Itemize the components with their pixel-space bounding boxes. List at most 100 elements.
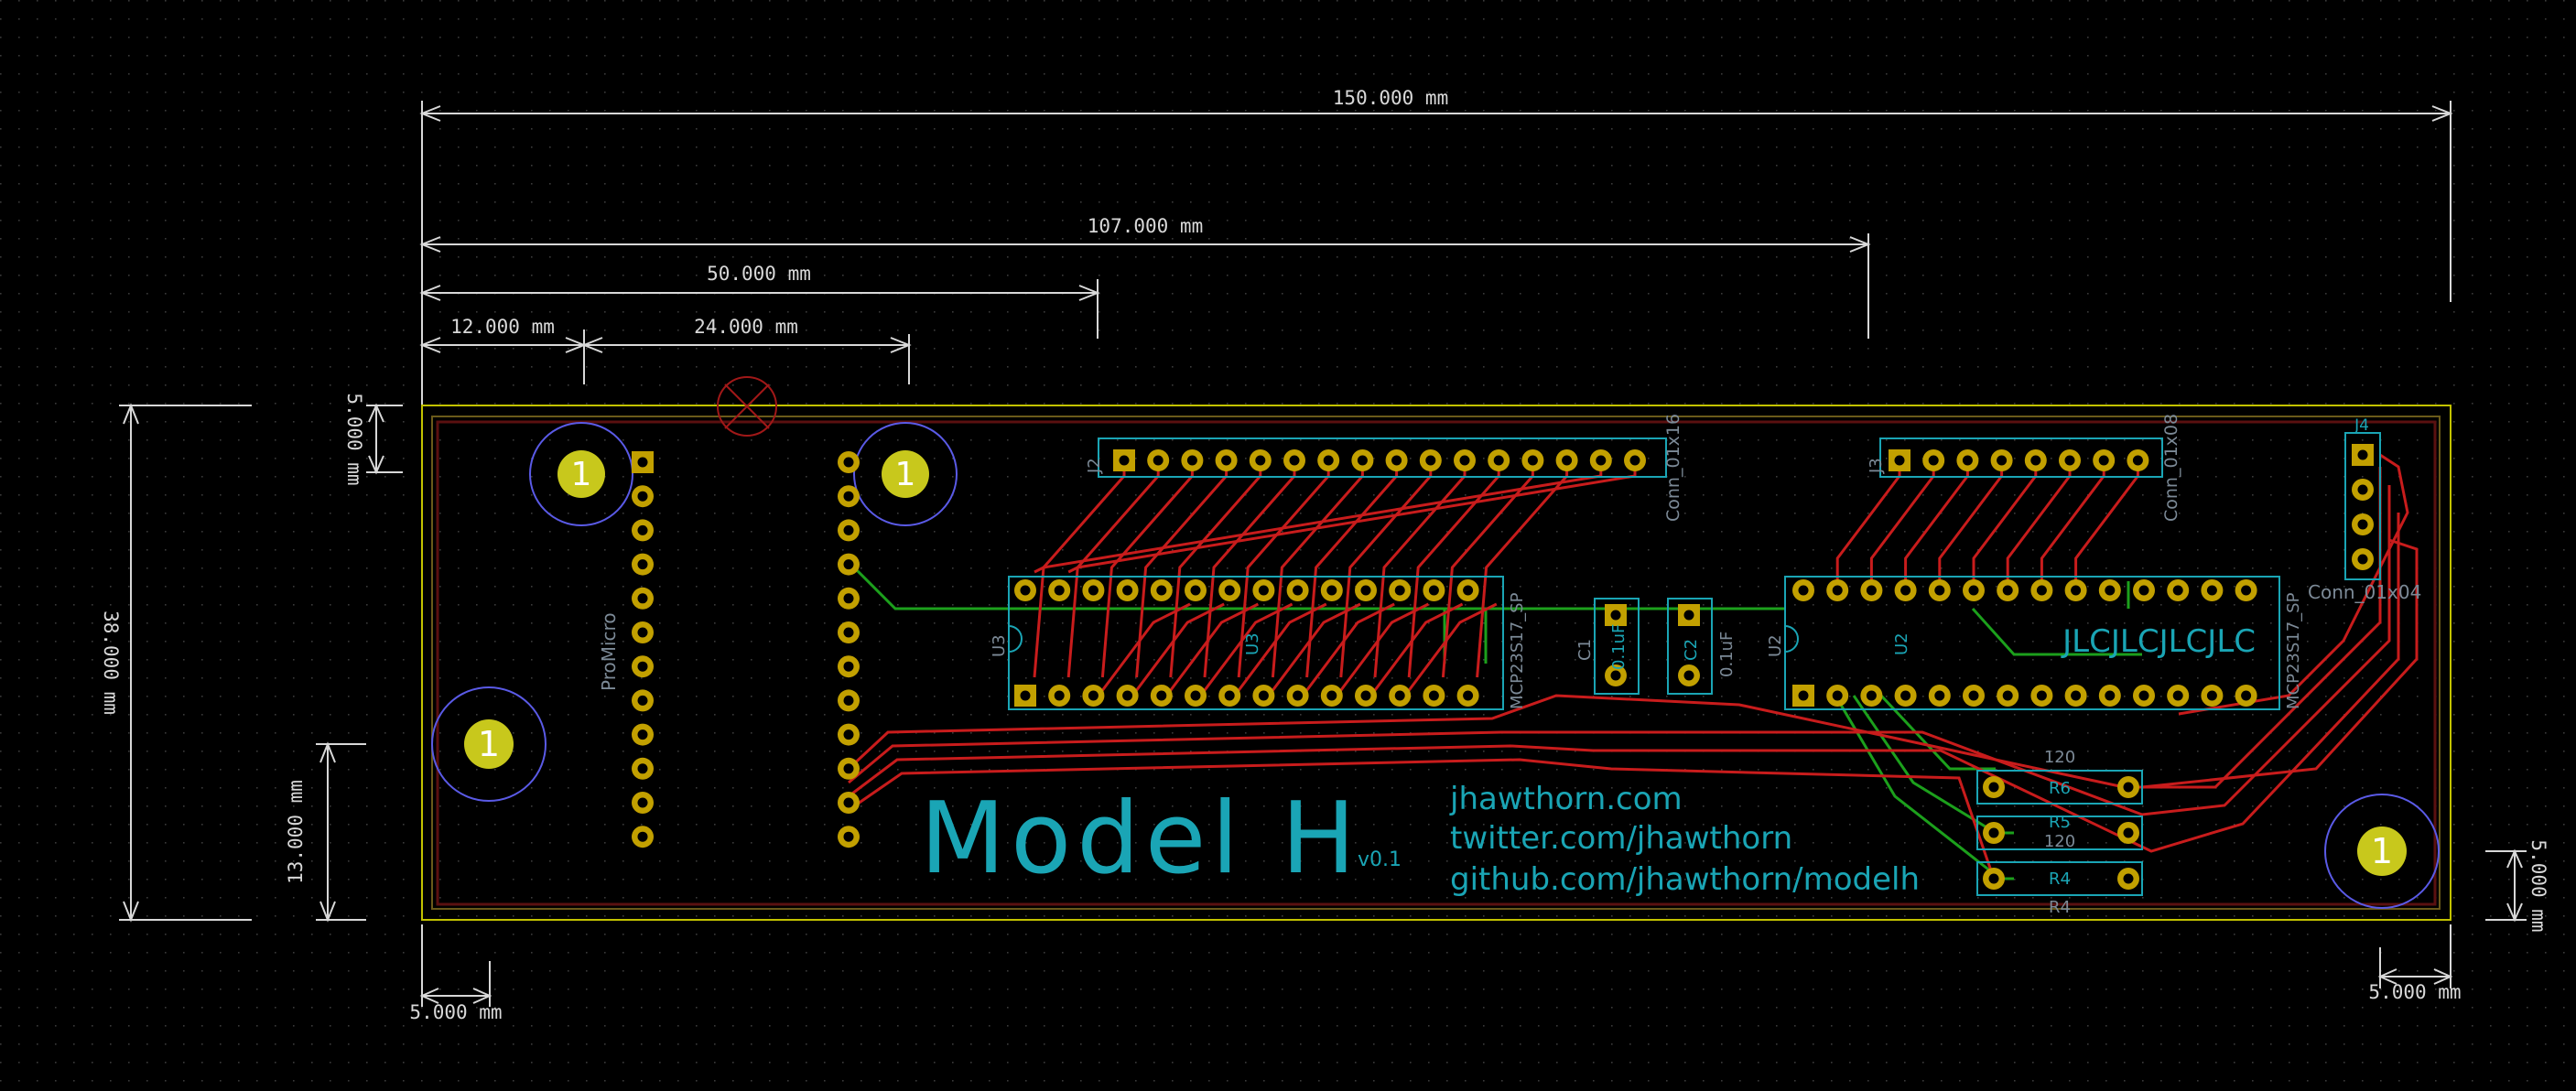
u2-pad-bottom[interactable] (1894, 685, 1917, 707)
promicro-pad-right[interactable] (838, 723, 860, 746)
u2-pad-bottom[interactable] (2064, 685, 2087, 707)
mounting-hole-3[interactable]: 1 (431, 686, 547, 802)
u3-pad-top[interactable] (1048, 579, 1071, 601)
j2-pad[interactable] (1113, 449, 1135, 471)
promicro-pad-right[interactable] (838, 655, 860, 678)
j2-pad[interactable] (1249, 449, 1272, 471)
u3-pad-bottom[interactable] (1456, 685, 1479, 707)
u2-pad-bottom[interactable] (2201, 685, 2224, 707)
u3-pad-bottom[interactable] (1185, 685, 1207, 707)
u2-pad-bottom[interactable] (2167, 685, 2190, 707)
resistor-pad[interactable] (2117, 822, 2139, 844)
promicro-pad-left[interactable] (632, 519, 654, 542)
j3-pad[interactable] (1922, 449, 1945, 471)
u2-pad-top[interactable] (2030, 579, 2053, 601)
promicro-pad-left[interactable] (632, 723, 654, 746)
promicro-pad-left[interactable] (632, 792, 654, 814)
u2-pad-top[interactable] (1860, 579, 1883, 601)
resistor-pad[interactable] (2117, 868, 2139, 890)
j3-pad[interactable] (1889, 449, 1910, 471)
u2-pad-top[interactable] (2133, 579, 2155, 601)
u3-pad-top[interactable] (1355, 579, 1377, 601)
j2-pad[interactable] (1351, 449, 1374, 471)
promicro-pad-left[interactable] (632, 485, 654, 508)
u3-pad-bottom[interactable] (1218, 685, 1241, 707)
j3-pad[interactable] (2059, 449, 2081, 471)
j4-pad[interactable] (2352, 548, 2374, 570)
promicro-pad-right[interactable] (838, 587, 860, 610)
j2-pad[interactable] (1181, 449, 1204, 471)
mounting-hole-4[interactable]: 1 (2324, 794, 2440, 909)
u3-pad-bottom[interactable] (1355, 685, 1377, 707)
mounting-hole-1[interactable]: 1 (529, 422, 633, 526)
j3-pad[interactable] (1990, 449, 2013, 471)
promicro-pad-right[interactable] (838, 792, 860, 814)
u2-pad-top[interactable] (2167, 579, 2190, 601)
j2-pad[interactable] (1385, 449, 1408, 471)
u3-pad-bottom[interactable] (1150, 685, 1173, 707)
u3-pad-top[interactable] (1082, 579, 1105, 601)
u2-pad-top[interactable] (1997, 579, 2019, 601)
u2-pad-bottom[interactable] (1963, 685, 1985, 707)
u3-pad-bottom[interactable] (1116, 685, 1139, 707)
u3-pad-top[interactable] (1150, 579, 1173, 601)
promicro-pad-left[interactable] (632, 757, 654, 780)
j2-pad[interactable] (1488, 449, 1510, 471)
u2-pad-top[interactable] (2064, 579, 2087, 601)
promicro-pad-right[interactable] (838, 757, 860, 780)
j2-pad[interactable] (1454, 449, 1476, 471)
u3-pad-top[interactable] (1116, 579, 1139, 601)
u3-pad-top[interactable] (1218, 579, 1241, 601)
j2-pad[interactable] (1624, 449, 1646, 471)
u2-pad-bottom[interactable] (1826, 685, 1849, 707)
resistor-pad[interactable] (2117, 776, 2139, 798)
promicro-pad-right[interactable] (838, 519, 860, 542)
board-edge-cuts[interactable] (421, 405, 2452, 921)
u3-pad-top[interactable] (1456, 579, 1479, 601)
resistor-pad[interactable] (1983, 822, 2005, 844)
u2-pad-bottom[interactable] (1860, 685, 1883, 707)
c1-pad[interactable] (1605, 664, 1627, 686)
j2-pad[interactable] (1555, 449, 1578, 471)
promicro-pad-right[interactable] (838, 485, 860, 508)
promicro-pad-left[interactable] (632, 689, 654, 712)
u2-pad-top[interactable] (1928, 579, 1951, 601)
j2-pad[interactable] (1147, 449, 1170, 471)
u2-pad-top[interactable] (1826, 579, 1849, 601)
u3-pad-bottom[interactable] (1286, 685, 1309, 707)
j2-pad[interactable] (1215, 449, 1238, 471)
u2-pad-bottom[interactable] (2098, 685, 2121, 707)
u3-pad-top[interactable] (1185, 579, 1207, 601)
j3-pad[interactable] (2093, 449, 2116, 471)
promicro-pad-right[interactable] (838, 553, 860, 576)
promicro-pad-left[interactable] (632, 621, 654, 643)
j4-pad[interactable] (2352, 513, 2374, 535)
u3-pad-bottom[interactable] (1082, 685, 1105, 707)
promicro-pad-right[interactable] (838, 826, 860, 848)
j4-pad[interactable] (2352, 444, 2374, 466)
promicro-pad-left[interactable] (632, 587, 654, 610)
u2-pad-bottom[interactable] (1997, 685, 2019, 707)
u3-pad-top[interactable] (1252, 579, 1275, 601)
j3-pad[interactable] (1956, 449, 1979, 471)
u2-pad-bottom[interactable] (2030, 685, 2053, 707)
promicro-pad-right[interactable] (838, 689, 860, 712)
mounting-hole-2[interactable]: 1 (853, 422, 958, 526)
u3-pad-top[interactable] (1014, 579, 1036, 601)
promicro-pad-right[interactable] (838, 621, 860, 643)
u3-pad-bottom[interactable] (1320, 685, 1343, 707)
u3-pad-top[interactable] (1286, 579, 1309, 601)
j2-pad[interactable] (1317, 449, 1340, 471)
j2-pad[interactable] (1419, 449, 1442, 471)
u2-pad-bottom[interactable] (1792, 685, 1814, 707)
j4-pad[interactable] (2352, 479, 2374, 501)
u3-pad-top[interactable] (1423, 579, 1445, 601)
u2-pad-top[interactable] (1792, 579, 1814, 601)
u3-pad-bottom[interactable] (1389, 685, 1412, 707)
j3-pad[interactable] (2127, 449, 2149, 471)
u3-pad-bottom[interactable] (1252, 685, 1275, 707)
u3-pad-bottom[interactable] (1423, 685, 1445, 707)
j2-pad[interactable] (1521, 449, 1544, 471)
u2-pad-top[interactable] (2201, 579, 2224, 601)
